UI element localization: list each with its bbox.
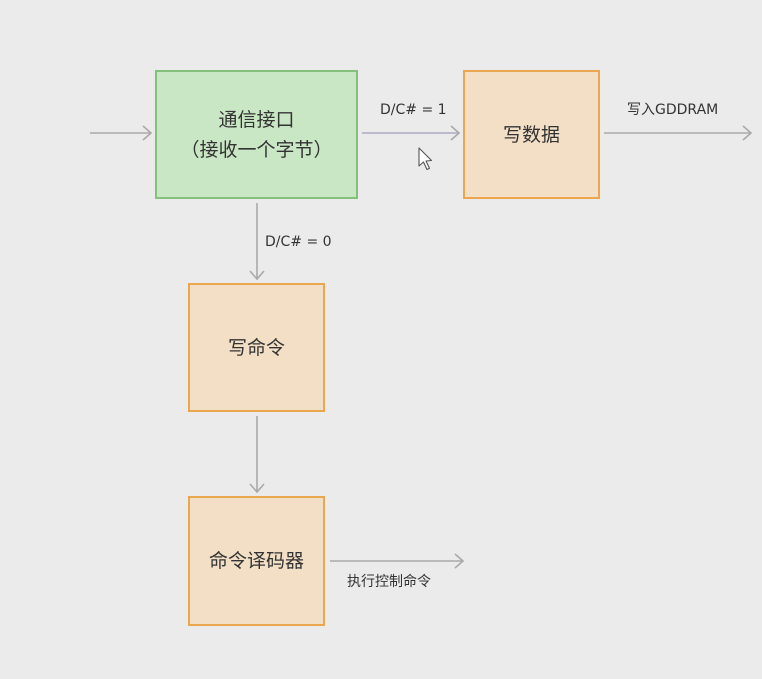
- execute-command-arrow: [330, 553, 465, 569]
- write-command-node: 写命令: [188, 283, 325, 412]
- dc-zero-label: D/C# = 0: [265, 234, 332, 250]
- command-decoder-label: 命令译码器: [208, 550, 304, 572]
- execute-command-label: 执行控制命令: [347, 574, 431, 590]
- write-data-label: 写数据: [502, 123, 560, 146]
- dc-one-arrow: [362, 125, 461, 141]
- communication-interface-subtitle: （接收一个字节）: [180, 138, 333, 161]
- communication-interface-title: 通信接口: [218, 108, 295, 131]
- input-arrow: [90, 125, 153, 141]
- write-data-node: 写数据: [463, 70, 600, 199]
- communication-interface-node: 通信接口 （接收一个字节）: [155, 70, 358, 199]
- write-gddram-arrow: [604, 125, 753, 141]
- command-decoder-node: 命令译码器: [188, 496, 325, 626]
- write-gddram-label: 写入GDDRAM: [627, 102, 719, 118]
- mouse-pointer-icon: [418, 147, 433, 171]
- write-command-label: 写命令: [227, 336, 285, 359]
- dc-zero-arrow: [249, 203, 265, 281]
- command-to-decoder-arrow: [249, 416, 265, 494]
- dc-one-label: D/C# = 1: [380, 102, 447, 118]
